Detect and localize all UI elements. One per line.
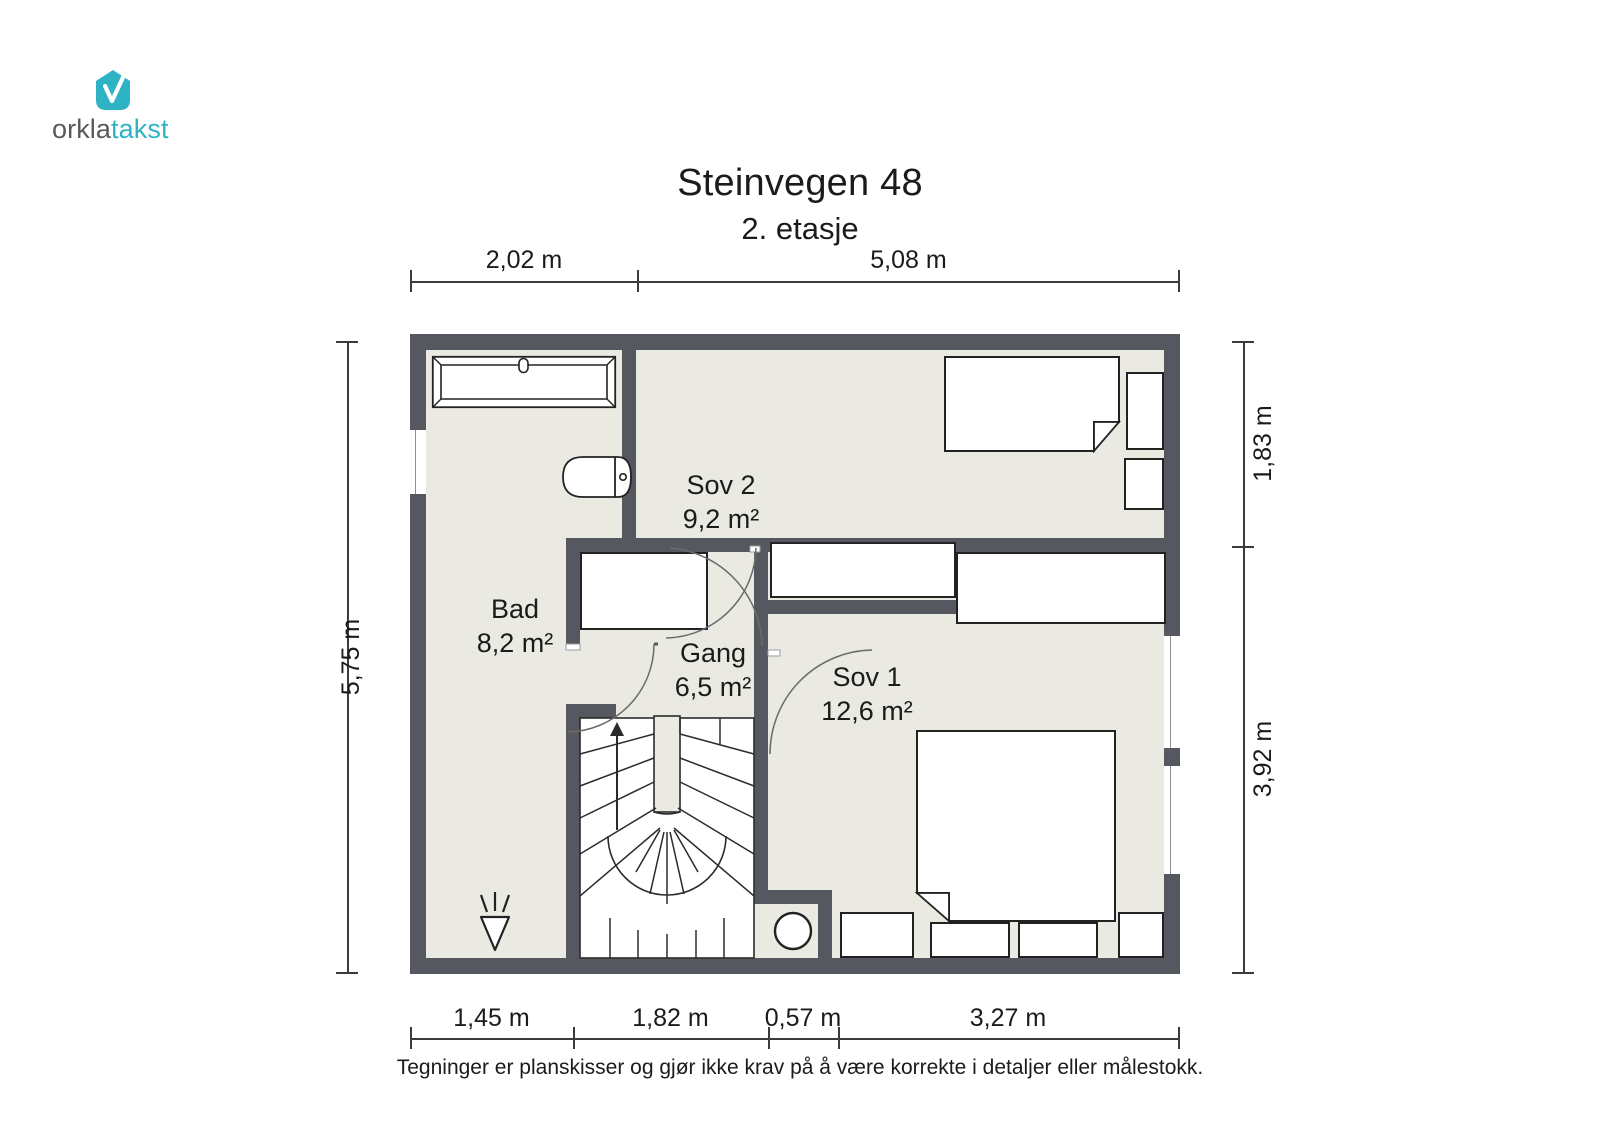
bottom-dimension-tick <box>1178 1027 1180 1049</box>
room-label-gang: Gang 6,5 m² <box>618 636 808 704</box>
bottom-dimension-label: 3,27 m <box>969 1004 1047 1032</box>
interior-wall-gang-left <box>566 538 580 646</box>
sov2-wardrobe <box>770 542 956 598</box>
bottom-dimension-label: 1,82 m <box>632 1004 709 1032</box>
sov1-bottom-box-left <box>840 912 914 958</box>
bottom-dimension-line <box>410 1038 1180 1040</box>
brand-logo: orklatakst <box>52 68 242 148</box>
top-dimension-line <box>410 281 1180 283</box>
bottom-dimension-tick <box>410 1027 412 1049</box>
room-name: Gang <box>679 638 747 668</box>
staircase <box>579 715 755 959</box>
page-title: Steinvegen 48 <box>677 162 923 204</box>
sov2-nightstand <box>1126 372 1164 450</box>
room-name: Sov 1 <box>832 662 902 692</box>
plan-walls-and-rooms: Bad 8,2 m² Sov 2 9,2 m² Gang 6,5 m² Sov … <box>410 334 1180 974</box>
window-left-wall <box>410 430 426 494</box>
interior-wall-gang-top <box>566 538 764 552</box>
left-dimension-line <box>347 341 349 973</box>
interior-wall-sink-alcove-top <box>754 890 832 904</box>
right-dimension-tick <box>1232 546 1254 548</box>
interior-wall-sov1-closet-left <box>754 538 768 654</box>
left-dimension-tick <box>336 341 358 343</box>
room-name: Bad <box>490 594 540 624</box>
interior-wall-sink-alcove-right <box>818 890 832 958</box>
interior-wall-sov2-closet-bottom <box>754 600 964 614</box>
sov1-bottom-box-right <box>1118 912 1164 958</box>
right-dimension-line <box>1243 341 1245 973</box>
room-area: 6,5 m² <box>674 672 752 702</box>
sov2-small-closet <box>1124 458 1164 510</box>
bottom-dimension-label: 1,45 m <box>453 1004 530 1032</box>
sov1-bed <box>914 730 1116 923</box>
room-name: Sov 2 <box>686 470 756 500</box>
sov1-pillow-right <box>1018 922 1098 958</box>
interior-wall-stair-left <box>566 704 580 958</box>
bottom-dimension-tick <box>838 1027 840 1049</box>
room-label-sov1: Sov 1 12,6 m² <box>772 660 962 728</box>
bathtub-icon <box>431 355 617 409</box>
sov1-pillow-left <box>930 922 1010 958</box>
disclaimer-note: Tegninger er planskisser og gjør ikke kr… <box>396 1056 1204 1079</box>
interior-wall-stair-top-stub <box>566 704 616 718</box>
brand-wordmark: orklatakst <box>52 112 242 146</box>
room-area: 12,6 m² <box>821 696 913 726</box>
door-sov1-lower <box>767 649 878 758</box>
interior-wall-sov1-left <box>754 654 768 902</box>
bottom-dimension-label: 0,57 m <box>764 1004 842 1032</box>
bottom-dimension-tick <box>768 1027 770 1049</box>
room-label-bad: Bad 8,2 m² <box>430 592 600 660</box>
title-block: Steinvegen 48 2. etasje <box>0 160 1600 249</box>
door-bad <box>565 642 658 736</box>
right-dimension-label: 3,92 m <box>1249 720 1277 798</box>
top-dimension-tick <box>637 270 639 292</box>
window-right-wall-lower <box>1164 766 1180 874</box>
sink-icon <box>768 904 818 958</box>
interior-wall-bad-sov2 <box>622 350 636 546</box>
right-dimension-label: 1,83 m <box>1249 405 1277 482</box>
top-dimension-label: 5,08 m <box>870 246 947 274</box>
exterior-wall-bottom <box>410 958 1180 974</box>
toilet-icon <box>562 456 632 498</box>
bottom-dimension-tick <box>573 1027 575 1049</box>
exterior-wall-top <box>410 334 1180 350</box>
gang-closet <box>580 552 708 630</box>
room-area: 8,2 m² <box>476 628 554 658</box>
sov1-wardrobe <box>956 552 1166 624</box>
right-dimension-tick <box>1232 972 1254 974</box>
door-sov2 <box>664 545 761 642</box>
house-check-icon <box>92 68 134 112</box>
top-dimension-label: 2,02 m <box>485 246 563 274</box>
top-dimension-tick <box>410 270 412 292</box>
up-arrow-icon <box>610 722 624 830</box>
top-dimension-tick <box>1178 270 1180 292</box>
left-dimension-tick <box>336 972 358 974</box>
exterior-wall-left <box>410 334 426 974</box>
shower-icon <box>472 890 518 952</box>
door-sov1 <box>662 546 768 650</box>
brand-name-takst: takst <box>111 114 169 144</box>
floor-subtitle: 2. etasje <box>741 211 859 246</box>
sov2-bed <box>944 356 1121 454</box>
room-label-sov2: Sov 2 9,2 m² <box>626 468 816 536</box>
room-area: 9,2 m² <box>682 504 760 534</box>
right-dimension-tick <box>1232 341 1254 343</box>
window-right-wall-upper <box>1164 636 1180 748</box>
left-dimension-label: 5,75 m <box>337 618 365 696</box>
brand-name-orkla: orkla <box>52 114 112 144</box>
